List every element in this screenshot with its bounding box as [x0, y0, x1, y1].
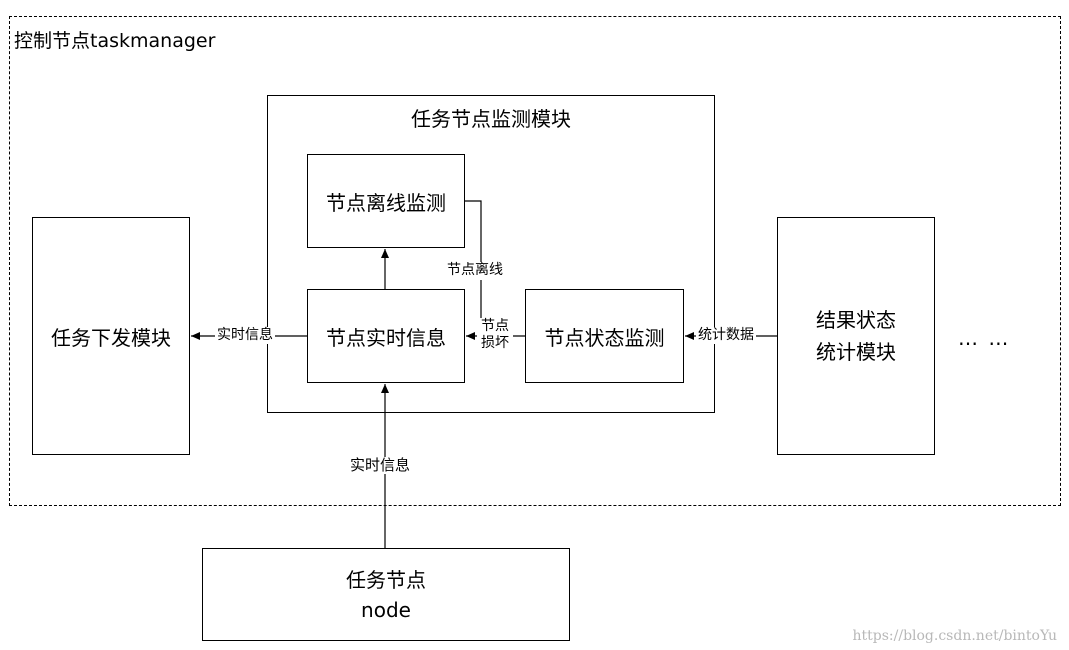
- task-node-label-line2: node: [361, 597, 411, 622]
- edge-label-damage-line1: 节点: [481, 318, 509, 334]
- watermark: https://blog.csdn.net/bintoYu: [852, 628, 1058, 644]
- monitor-module-frame: [267, 95, 715, 413]
- monitor-module-title: 任务节点监测模块: [411, 107, 571, 131]
- dispatch-module-box: 任务下发模块: [32, 217, 190, 455]
- stats-module-label-line1: 结果状态: [816, 308, 896, 332]
- status-monitor-label: 节点状态监测: [544, 325, 665, 350]
- edge-label-offline: 节点离线: [446, 262, 504, 279]
- status-monitor-box: 节点状态监测: [525, 289, 684, 383]
- dispatch-module-label: 任务下发模块: [51, 325, 171, 350]
- edge-label-stats-data: 统计数据: [696, 327, 756, 344]
- offline-monitor-box: 节点离线监测: [307, 154, 465, 248]
- stats-module-label-line2: 统计模块: [816, 340, 896, 364]
- ellipsis: … …: [958, 326, 1011, 350]
- edge-label-node-to-realtime: 实时信息: [348, 456, 413, 474]
- edge-offline-bracket: [465, 200, 482, 262]
- offline-monitor-label: 节点离线监测: [326, 190, 446, 215]
- edge-label-damage: 节点 损坏: [477, 318, 513, 352]
- realtime-info-label: 节点实时信息: [326, 325, 446, 350]
- task-node-box: 任务节点 node: [202, 548, 570, 641]
- controller-frame: [9, 16, 1061, 506]
- edge-label-realtime-to-dispatch: 实时信息: [215, 327, 275, 344]
- edge-label-damage-line2: 损坏: [481, 335, 509, 351]
- controller-title: 控制节点taskmanager: [14, 30, 216, 52]
- stats-module-box: 结果状态 统计模块: [777, 217, 935, 455]
- task-node-label-line1: 任务节点: [346, 567, 426, 592]
- realtime-info-box: 节点实时信息: [307, 289, 465, 383]
